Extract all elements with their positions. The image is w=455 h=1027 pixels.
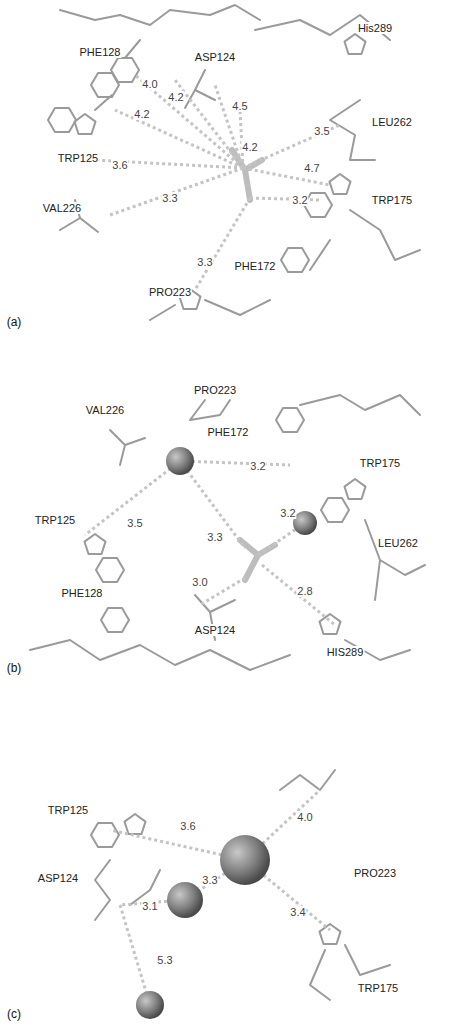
residue-label: PHE128 <box>61 587 104 599</box>
panel-label: (a) <box>6 316 23 328</box>
distance-label: 3.5 <box>313 125 330 137</box>
distance-label: 3.6 <box>179 820 196 832</box>
residue-label: PHE128 <box>79 46 122 58</box>
residue-label: LEU262 <box>377 537 419 549</box>
residue-label: ASP124 <box>194 51 236 63</box>
distance-label: 4.5 <box>231 100 248 112</box>
residue-label: TRP175 <box>357 982 399 994</box>
distance-label: 3.0 <box>191 576 208 588</box>
residue-label: ASP124 <box>194 624 236 636</box>
residue-label: VAL226 <box>42 202 82 214</box>
distance-label: 3.3 <box>196 256 213 268</box>
distance-label: 4.0 <box>296 811 313 823</box>
distance-label: 3.3 <box>206 531 223 543</box>
distance-label: 3.2 <box>291 194 308 206</box>
residue-label: HIS289 <box>326 646 365 658</box>
residue-label: TRP125 <box>57 152 99 164</box>
distance-label: 3.2 <box>249 460 266 472</box>
distance-label: 4.7 <box>303 162 320 174</box>
distance-label: 4.2 <box>241 141 258 153</box>
distance-label: 3.1 <box>141 900 158 912</box>
residue-label: PHE172 <box>234 260 277 272</box>
distance-label: 4.2 <box>167 91 184 103</box>
distance-label: 3.3 <box>201 874 218 886</box>
residue-label: PRO223 <box>353 867 397 879</box>
residue-label: TRP175 <box>371 194 413 206</box>
distance-label: 2.8 <box>296 585 313 597</box>
residue-label: TRP175 <box>359 457 401 469</box>
distance-label: 3.2 <box>279 507 296 519</box>
residue-label: ASP124 <box>37 872 79 884</box>
panel-label: (b) <box>6 662 23 674</box>
panel-label: (c) <box>6 1008 22 1020</box>
distance-label: 3.5 <box>126 517 143 529</box>
distance-label: 4.2 <box>133 108 150 120</box>
residue-label: TRP125 <box>34 514 76 526</box>
distance-label: 4.0 <box>141 78 158 90</box>
residue-label: His289 <box>357 22 393 34</box>
residue-label: PHE172 <box>207 426 250 438</box>
distance-label: 3.6 <box>111 159 128 171</box>
residue-label: LEU262 <box>371 116 413 128</box>
distance-label: 3.3 <box>161 192 178 204</box>
residue-label: TRP125 <box>47 804 89 816</box>
residue-label: PRO223 <box>148 286 192 298</box>
distance-label: 5.3 <box>156 954 173 966</box>
residue-label: VAL226 <box>85 404 125 416</box>
residue-label: PRO223 <box>193 384 237 396</box>
distance-label: 3.4 <box>289 906 306 918</box>
